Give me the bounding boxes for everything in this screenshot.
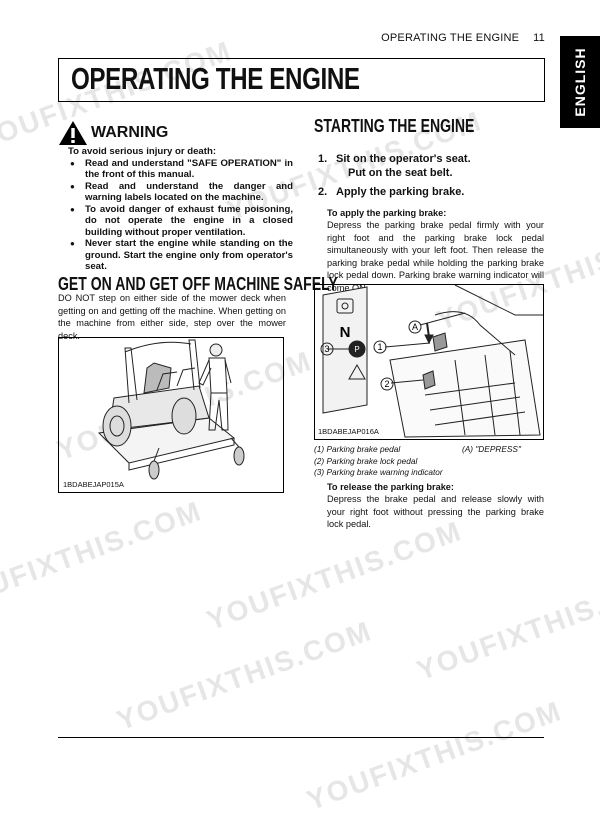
warning-item: Never start the engine while standing on…	[58, 238, 293, 273]
warning-header: WARNING	[58, 120, 293, 146]
legend-item: (2) Parking brake lock pedal	[314, 455, 418, 466]
step-text: Apply the parking brake.	[336, 186, 465, 198]
language-tab: ENGLISH	[560, 36, 600, 128]
figure-code: 1BDABEJAP015A	[63, 480, 124, 489]
apply-heading: To apply the parking brake:	[327, 208, 447, 218]
figure-legend: (1) Parking brake pedal (2) Parking brak…	[314, 444, 443, 479]
footer-rule	[58, 737, 544, 738]
callout-a: A	[412, 322, 418, 332]
step-2: 2. Apply the parking brake.	[318, 185, 471, 199]
step-1: 1. Sit on the operator's seat. Put on th…	[318, 152, 471, 180]
step-text: Put on the seat belt.	[348, 167, 453, 179]
callout-2: 2	[384, 379, 389, 389]
mower-figure: 1BDABEJAP015A	[58, 337, 284, 493]
language-tab-label: ENGLISH	[572, 47, 588, 117]
watermark: YOUFIXTHIS.COM	[0, 494, 207, 617]
steps: 1. Sit on the operator's seat. Put on th…	[318, 152, 471, 199]
starting-heading: STARTING THE ENGINE	[314, 116, 475, 136]
p-indicator-label: P	[354, 345, 359, 354]
warning-list: Read and understand "SAFE OPERATION" in …	[58, 158, 293, 273]
legend-item-a: (A) "DEPRESS"	[462, 444, 521, 454]
step-number: 2.	[318, 186, 328, 198]
neutral-label: N	[340, 324, 351, 341]
get-on-text: DO NOT step on either side of the mower …	[58, 293, 286, 341]
page-title-box: OPERATING THE ENGINE	[58, 58, 545, 102]
header-section: OPERATING THE ENGINE	[381, 32, 520, 44]
brake-illustration: A 1 2 3 P N	[320, 284, 543, 438]
watermark: YOUFIXTHIS.COM	[412, 564, 600, 687]
callout-1: 1	[377, 342, 382, 352]
brake-figure: A 1 2 3 P N 1BDABEJAP016A	[314, 284, 544, 440]
watermark: YOUFIXTHIS.COM	[202, 514, 467, 637]
warning-item: To avoid danger of exhaust fume poisonin…	[58, 204, 293, 239]
watermark: YOUFIXTHIS.COM	[112, 614, 377, 737]
warning-title: WARNING	[91, 124, 169, 141]
release-text: Depress the brake pedal and release slow…	[327, 494, 544, 529]
watermark: YOUFIXTHIS.COM	[302, 694, 567, 817]
step-text: Sit on the operator's seat.	[336, 153, 471, 165]
page-title: OPERATING THE ENGINE	[71, 61, 360, 96]
apply-text: Depress the parking brake pedal firmly w…	[327, 220, 544, 293]
warning-intro: To avoid serious injury or death:	[68, 146, 217, 157]
warning-block: WARNING To avoid serious injury or death…	[58, 120, 293, 273]
warning-triangle-icon	[59, 121, 87, 145]
figure-code: 1BDABEJAP016A	[318, 427, 379, 436]
get-on-heading: GET ON AND GET OFF MACHINE SAFELY	[58, 274, 338, 294]
warning-item: Read and understand the danger and warni…	[58, 181, 293, 204]
release-heading: To release the parking brake:	[327, 482, 454, 492]
callout-3: 3	[324, 344, 329, 354]
mower-illustration	[97, 339, 245, 480]
legend-item: (1) Parking brake pedal	[314, 444, 401, 454]
page-number: 11	[533, 32, 545, 44]
legend-item: (3) Parking brake warning indicator	[314, 467, 443, 477]
step-number: 1.	[318, 153, 328, 165]
warning-item: Read and understand "SAFE OPERATION" in …	[58, 158, 293, 181]
running-header: OPERATING THE ENGINE 11	[0, 32, 545, 46]
